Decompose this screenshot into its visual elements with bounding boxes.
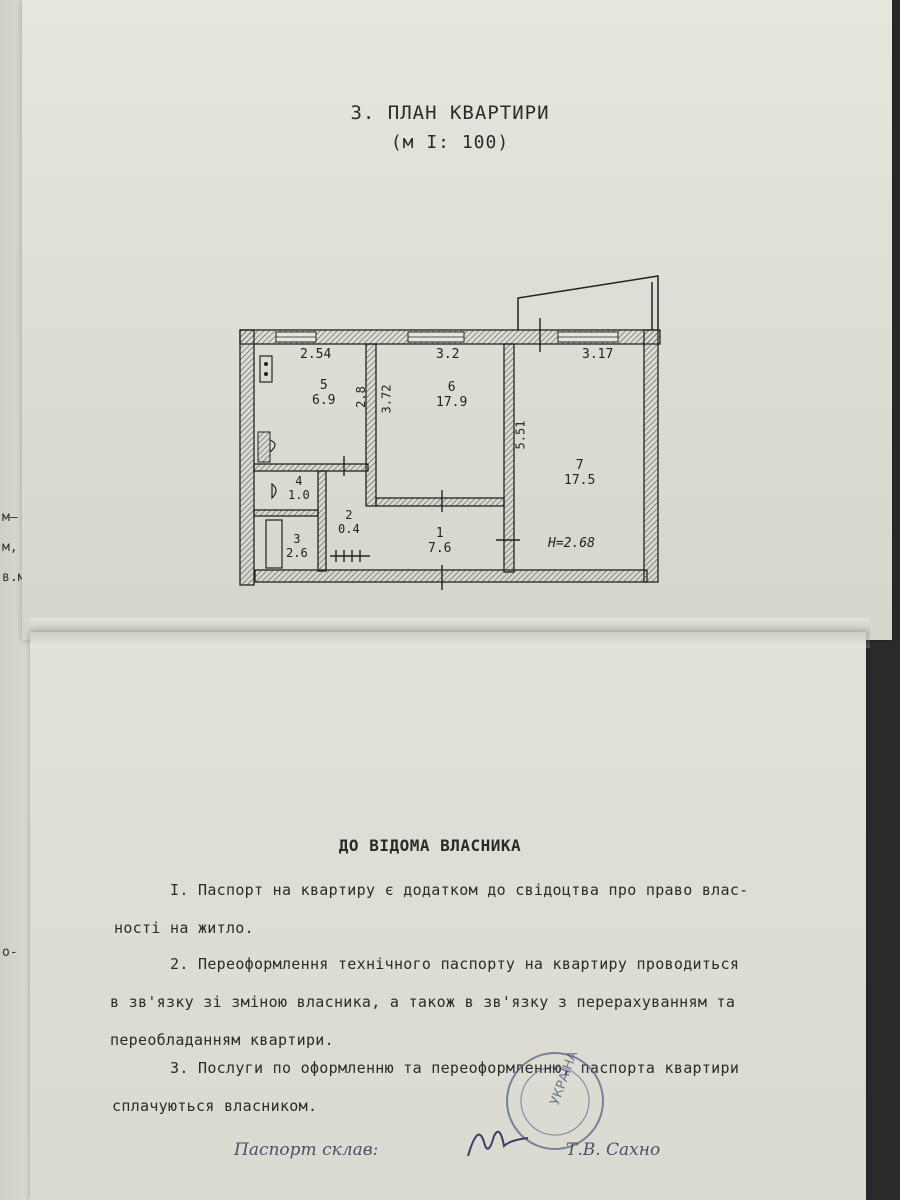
dim-room7-height: 5.51	[513, 420, 528, 450]
document-page-top	[22, 0, 892, 640]
room-2-number: 2	[345, 508, 353, 522]
official-stamp: УКРАЇНА	[506, 1049, 604, 1150]
room-5-area: 6.9	[312, 393, 336, 408]
wall-wc-bath	[253, 509, 319, 517]
handwritten-signature	[467, 1130, 529, 1157]
room-6-area: 17.9	[436, 395, 468, 410]
notice-paragraph-1a: І. Паспорт на квартиру є додатком до сві…	[170, 881, 749, 899]
notice-heading: ДО ВІДОМА ВЛАСНИКА	[338, 836, 522, 855]
room-3-number: 3	[293, 532, 301, 546]
strip-text-4: о-	[2, 945, 18, 960]
wall-bath	[317, 470, 327, 572]
room-2-area: 0.4	[338, 522, 360, 536]
paper-fold	[30, 618, 870, 648]
room-3-area: 2.6	[286, 546, 308, 560]
room-5-number: 5	[319, 378, 328, 393]
dim-top-middle: 3.2	[436, 347, 460, 362]
room-6-number: 6	[447, 380, 456, 395]
notice-paragraph-3a: 3. Послуги по оформленню та переоформлен…	[170, 1059, 740, 1077]
notice-paragraph-3b: сплачуються власником.	[112, 1097, 318, 1115]
room-4-number: 4	[295, 474, 303, 488]
wall-right	[643, 329, 659, 583]
wall-kitchen-bottom	[253, 463, 369, 472]
wall-bottom	[254, 569, 648, 583]
room-1-area: 7.6	[428, 541, 452, 556]
dim-kitchen-height: 2.8	[353, 386, 368, 408]
room-1: 1 7.6	[428, 526, 451, 556]
wall-left	[239, 329, 255, 586]
svg-text:УКРАЇНА: УКРАЇНА	[547, 1049, 581, 1108]
room-7: 7 17.5	[564, 458, 595, 488]
strip-text-1: м–	[2, 510, 18, 525]
notice-paragraph-1b: ності на житло.	[114, 919, 254, 937]
signature-label: Паспорт склав:	[234, 1140, 379, 1160]
dim-top-right: 3.17	[582, 347, 614, 362]
wall-kitchen-room6	[365, 343, 377, 507]
plan-scale: (м I: 100)	[390, 132, 510, 153]
dim-top-left: 2.54	[300, 347, 332, 362]
plan-title: 3. ПЛАН КВАРТИРИ	[350, 102, 550, 124]
room-4: 4 1.0	[288, 474, 310, 502]
notice-paragraph-2b: в зв'язку зі зміною власника, а також в …	[110, 993, 736, 1011]
document-page-bottom	[30, 632, 866, 1200]
room-5: 5 6.9	[312, 378, 335, 408]
signatory-name: Т.В. Сахно	[566, 1140, 661, 1160]
dim-room6-height: 3.72	[379, 384, 394, 414]
floor-plan	[239, 329, 660, 586]
ceiling-height: H=2.68	[548, 536, 595, 551]
room-2: 2 0.4	[338, 508, 360, 536]
wall-room6-room7	[503, 343, 515, 573]
room-6: 6 17.9	[436, 380, 467, 410]
room-7-number: 7	[575, 458, 584, 473]
room-3: 3 2.6	[286, 532, 308, 560]
room-1-number: 1	[435, 526, 444, 541]
wall-room6-hall	[375, 497, 505, 507]
room-7-area: 17.5	[564, 473, 596, 488]
notice-paragraph-2a: 2. Переоформлення технічного паспорту на…	[170, 955, 740, 973]
strip-text-2: м,	[2, 540, 18, 555]
room-4-area: 1.0	[288, 488, 310, 502]
notice-paragraph-2c: переобладанням квартири.	[110, 1031, 334, 1049]
